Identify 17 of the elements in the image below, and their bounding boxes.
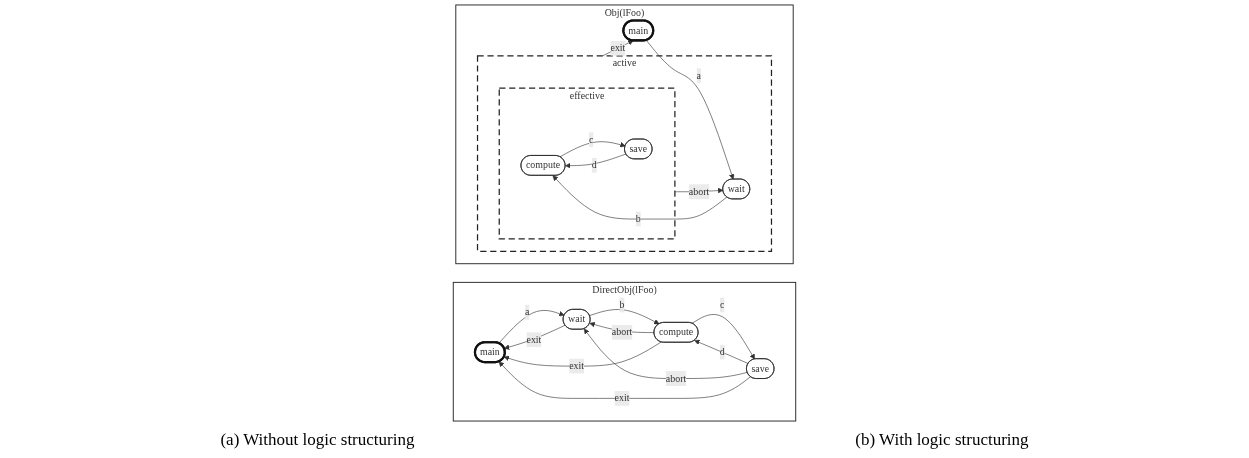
edge-label: b xyxy=(635,213,641,225)
caption: (b) With logic structuring xyxy=(855,430,1029,450)
edge-label: exit xyxy=(569,360,585,372)
edge-label: abort xyxy=(611,326,633,338)
edge-label: a xyxy=(696,70,702,81)
edge-label: b xyxy=(619,299,625,310)
edge-label: exit xyxy=(610,42,626,54)
edge-label: exit xyxy=(614,392,630,404)
edge-label: abort xyxy=(688,186,710,197)
edge-label: d xyxy=(719,346,725,358)
edge-label: abort xyxy=(665,372,687,384)
edge-label: a xyxy=(525,306,530,318)
edge-label: exit xyxy=(526,334,542,345)
edge-label: d xyxy=(591,159,597,171)
edge-label: c xyxy=(720,299,725,310)
edge-label: c xyxy=(588,134,594,145)
caption: (a) Without logic structuring xyxy=(220,430,415,450)
